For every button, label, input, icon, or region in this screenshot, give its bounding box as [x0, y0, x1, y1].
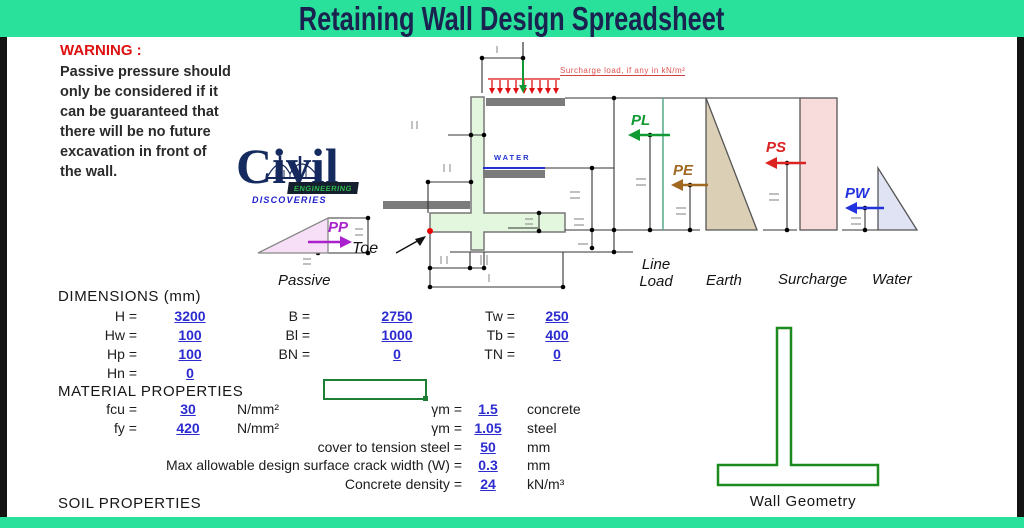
dim-value-Hp[interactable]: 100: [178, 346, 202, 362]
passive-pressure-triangle: [257, 216, 329, 254]
mat-unit-gm1: concrete: [527, 401, 581, 417]
mat-label-fy: fy =: [114, 420, 137, 436]
line-load-arrow: [519, 42, 527, 93]
mat-label-gm1: γm =: [431, 401, 462, 417]
mat-unit-fcu: N/mm²: [237, 401, 279, 417]
dim-label-Tw: Tw =: [485, 308, 515, 324]
dim-value-Tb[interactable]: 400: [545, 327, 569, 343]
dim-label-Hn: Hn =: [107, 365, 137, 381]
dim-label-Tb: Tb =: [486, 327, 515, 343]
dim-value-B[interactable]: 2750: [381, 308, 413, 324]
warning-line: excavation in front of: [60, 144, 207, 160]
pl-label: PL: [631, 112, 651, 129]
soil-heading: SOIL PROPERTIES: [58, 495, 202, 512]
dimension-dots: [315, 55, 868, 290]
warning-line: can be guaranteed that: [60, 104, 219, 120]
warning-heading: WARNING :: [60, 42, 142, 59]
dimensions-heading: DIMENSIONS (mm): [58, 288, 202, 305]
earth-label: Earth: [706, 272, 742, 289]
mat-value-fcu[interactable]: 30: [180, 401, 196, 417]
warning-line: the wall.: [60, 164, 118, 180]
mat-label-gm2: γm =: [431, 420, 462, 436]
dim-label-H: H =: [114, 308, 137, 324]
ps-force-arrow: [765, 157, 806, 169]
wall-section: [429, 96, 566, 251]
mat-unit-cover: mm: [527, 439, 551, 455]
dim-value-Bl[interactable]: 1000: [381, 327, 413, 343]
pe-label: PE: [673, 162, 694, 179]
dim-tick-marks: [303, 46, 861, 282]
mat-value-density[interactable]: 24: [480, 476, 496, 492]
warning-line: Passive pressure should: [60, 64, 231, 80]
surcharge-note: Surcharge load, if any in kN/m²: [560, 66, 686, 76]
pw-label: PW: [845, 185, 870, 202]
page-title: Retaining Wall Design Spreadsheet: [299, 0, 725, 37]
materials-heading: MATERIAL PROPERTIES: [58, 383, 244, 400]
warning-line: only be considered if it: [60, 84, 218, 100]
water-table-label: WATER: [494, 153, 531, 162]
surcharge-label: Surcharge: [778, 271, 848, 288]
mat-label-density: Concrete density =: [344, 476, 462, 492]
front-ground-strip: [383, 201, 470, 209]
toe-marker-dot: [427, 228, 433, 234]
dim-label-Hw: Hw =: [104, 327, 137, 343]
mat-unit-fy: N/mm²: [237, 420, 279, 436]
warning-line: there will be no future: [60, 124, 211, 140]
backfill-surface-strip: [486, 98, 565, 106]
dim-value-Hn[interactable]: 0: [186, 365, 194, 381]
pl-force-arrow: [628, 129, 670, 141]
pp-label: PP: [328, 219, 349, 236]
dim-label-Hp: Hp =: [107, 346, 137, 362]
mat-unit-gm2: steel: [527, 420, 557, 436]
line-load-label-2: Load: [639, 273, 673, 290]
dim-value-H[interactable]: 3200: [174, 308, 206, 324]
dim-label-Bl: Bl =: [285, 327, 310, 343]
dim-value-Tw[interactable]: 250: [545, 308, 569, 324]
toe-pointer-arrow: [395, 236, 426, 254]
title-bar: Retaining Wall Design Spreadsheet: [0, 0, 1024, 37]
dim-value-BN[interactable]: 0: [393, 346, 401, 362]
selected-cell[interactable]: [323, 379, 428, 401]
dim-label-BN: BN =: [278, 346, 310, 362]
mat-value-gm2[interactable]: 1.05: [474, 420, 502, 436]
pp-force-arrow: [308, 236, 352, 248]
line-load-label-1: Line: [641, 256, 671, 273]
civil-engineering-logo: Civil ENGINEERING DISCOVERIES: [236, 141, 366, 212]
mat-unit-density: kN/m³: [527, 476, 565, 492]
mat-label-fcu: fcu =: [106, 401, 137, 417]
mat-value-gm1[interactable]: 1.5: [478, 401, 498, 417]
mat-label-cover: cover to tension steel =: [317, 439, 462, 455]
pw-force-arrow: [845, 202, 884, 214]
left-border: [0, 37, 7, 517]
wall-geometry-shape: [716, 326, 880, 487]
ps-label: PS: [766, 139, 787, 156]
dim-value-TN[interactable]: 0: [553, 346, 561, 362]
toe-label: Toe: [352, 240, 379, 257]
logo-sub2: DISCOVERIES: [252, 195, 327, 205]
earth-pressure-triangle: [705, 97, 758, 231]
mat-value-cover[interactable]: 50: [480, 439, 496, 455]
right-border: [1017, 37, 1024, 517]
passive-label: Passive: [278, 272, 331, 289]
dim-value-Hw[interactable]: 100: [178, 327, 202, 343]
dim-label-B: B =: [288, 308, 310, 324]
mat-value-crack[interactable]: 0.3: [478, 457, 498, 473]
wall-geometry-label: Wall Geometry: [749, 493, 857, 510]
water-label: Water: [872, 271, 912, 288]
surcharge-pressure-rect: [799, 97, 838, 231]
bottom-border: [0, 517, 1024, 528]
dim-label-TN: TN =: [484, 346, 515, 362]
cell-fill-handle[interactable]: [423, 396, 428, 401]
mat-unit-crack: mm: [527, 457, 551, 473]
pe-force-arrow: [671, 179, 708, 191]
water-pressure-triangle: [877, 165, 919, 231]
water-ground-strip: [483, 170, 545, 178]
bridge-icon: [267, 156, 317, 179]
mat-label-crack: Max allowable design surface crack width…: [165, 457, 462, 473]
mat-value-fy[interactable]: 420: [176, 420, 200, 436]
